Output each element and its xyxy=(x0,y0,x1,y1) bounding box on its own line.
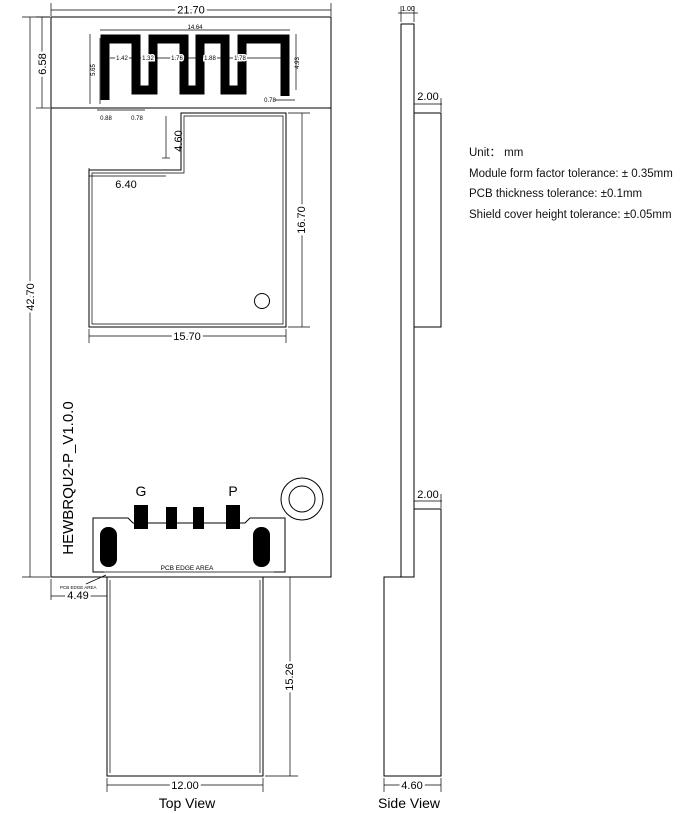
antenna-height-right: 4.93 xyxy=(295,57,301,69)
side-pcb xyxy=(400,23,415,578)
shield-cover xyxy=(88,112,287,328)
antenna-seg-5: 1.78 xyxy=(234,56,246,62)
side-connector-height: 2.00 xyxy=(417,489,438,501)
notes-block: Unit： mm Module form factor tolerance: ±… xyxy=(469,143,673,225)
antenna-width-dimension: 14.64 xyxy=(187,25,203,31)
side-shield xyxy=(413,112,442,328)
side-shield-height: 2.00 xyxy=(417,91,438,103)
shield-height-dimension: 16.70 xyxy=(296,206,308,234)
pin-1 xyxy=(134,505,148,529)
side-view-label: Side View xyxy=(378,795,441,811)
antenna-height-left: 5.65 xyxy=(91,64,97,76)
tab-left xyxy=(100,527,117,567)
silkscreen-label: HEWBRQU2-P_V1.0.0 xyxy=(60,401,77,554)
antenna-seg-4: 1.88 xyxy=(204,56,216,62)
pin-label-g: G xyxy=(136,483,147,499)
tab-right xyxy=(253,527,270,567)
mounting-hole-outer xyxy=(280,477,324,521)
usb-connector-housing xyxy=(92,517,286,573)
antenna-trace xyxy=(100,34,290,100)
note-form-factor: Module form factor tolerance: ± 0.35mm xyxy=(469,167,673,180)
usb-plug xyxy=(106,576,264,777)
antenna-bottom-2: 0.78 xyxy=(131,116,143,122)
side-pcb-thickness: 1.00 xyxy=(401,6,415,13)
mounting-hole-inner xyxy=(288,485,316,513)
note-pcb-thickness: PCB thickness tolerance: ±0.1mm xyxy=(469,188,643,200)
pin-label-p: P xyxy=(228,483,237,499)
top-view: 21.70 42.70 6.58 14.64 5.65 4.93 1.42 1.… xyxy=(22,2,332,811)
note-shield-height: Shield cover height tolerance: ±0.05mm xyxy=(469,208,672,221)
antenna-bottom-3: 0.78 xyxy=(264,98,276,104)
height-dimension: 42.70 xyxy=(25,283,37,311)
side-view: 1.00 2.00 2.00 4.60 Side View xyxy=(378,6,442,811)
pin-2 xyxy=(166,507,177,529)
antenna-area-dimension: 6.58 xyxy=(37,53,49,74)
antenna-bottom-1: 0.88 xyxy=(100,116,112,122)
pcb-edge-area-label: PCB EDGE AREA xyxy=(161,565,214,572)
antenna-seg-1: 1.42 xyxy=(116,56,128,62)
top-view-label: Top View xyxy=(159,795,216,811)
width-dimension: 21.70 xyxy=(177,5,205,17)
note-unit: Unit： mm xyxy=(469,147,524,159)
antenna-seg-3: 1.76 xyxy=(171,56,183,62)
usb-offset-dimension: 4.49 xyxy=(67,590,88,602)
side-total-thickness: 4.60 xyxy=(401,780,422,792)
usb-length-dimension: 15.26 xyxy=(284,663,296,691)
side-connector xyxy=(383,508,442,777)
pcb-edge-area-small: PCB EDGE AREA xyxy=(60,585,97,590)
shield-offset-v: 4.60 xyxy=(173,130,185,151)
shield-width-dimension: 15.70 xyxy=(173,331,201,343)
pcb-outline xyxy=(50,16,332,578)
usb-width-dimension: 12.00 xyxy=(171,780,199,792)
pin-4 xyxy=(226,505,240,529)
shield-marker-circle xyxy=(254,293,270,309)
shield-offset-h: 6.40 xyxy=(115,179,136,191)
antenna-seg-2: 1.32 xyxy=(142,56,154,62)
pin-3 xyxy=(193,507,204,529)
